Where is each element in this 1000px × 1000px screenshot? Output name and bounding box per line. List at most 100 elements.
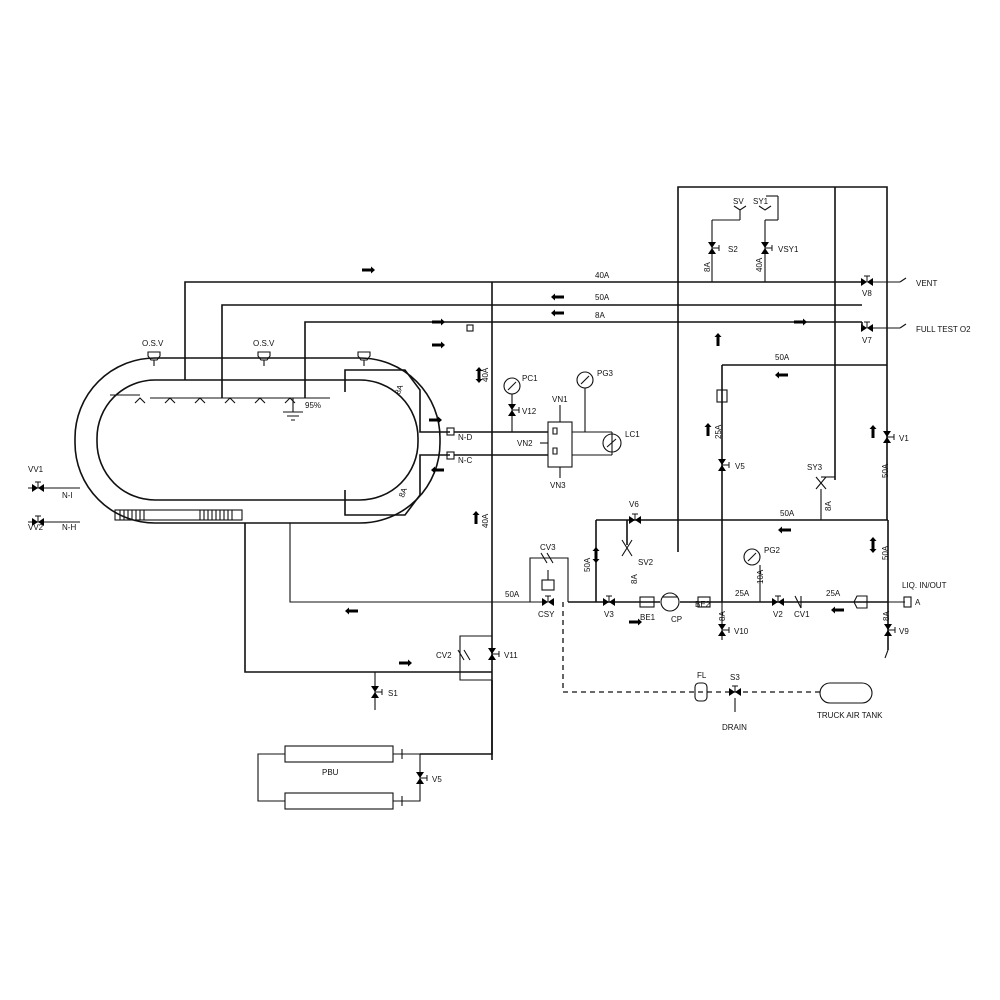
size-50a-top: 50A bbox=[595, 293, 610, 302]
v2-label: V2 bbox=[773, 610, 783, 619]
size-50a-mid: 50A bbox=[775, 353, 790, 362]
filter-upper-icon bbox=[716, 389, 728, 403]
vn1-label: VN1 bbox=[552, 395, 568, 404]
size-10a: 10A bbox=[756, 569, 765, 584]
osv-2-icon bbox=[257, 351, 271, 366]
flow-arrow-25a bbox=[704, 423, 712, 436]
valve-s3-icon[interactable] bbox=[728, 685, 742, 697]
v12-label: V12 bbox=[522, 407, 537, 416]
sv2-label: SV2 bbox=[638, 558, 654, 567]
lc1-gauge-icon bbox=[602, 433, 622, 453]
valve-v6b-icon[interactable] bbox=[415, 771, 428, 785]
size-40a-vsy: 40A bbox=[755, 257, 764, 272]
size-8a-v9: 8A bbox=[882, 611, 891, 621]
tank-heater bbox=[114, 509, 243, 521]
be1-label: BE1 bbox=[640, 613, 656, 622]
size-25a-b: 25A bbox=[826, 589, 841, 598]
size-8a-top: 8A bbox=[595, 311, 605, 320]
valve-v12-icon[interactable] bbox=[507, 403, 520, 417]
size-40a-v1: 40A bbox=[481, 367, 490, 382]
valve-v5-icon[interactable] bbox=[717, 458, 730, 472]
valve-s1-icon[interactable] bbox=[370, 685, 383, 699]
pg2-label: PG2 bbox=[764, 546, 781, 555]
pg2-gauge-icon bbox=[743, 548, 761, 602]
cv2-label: CV2 bbox=[436, 651, 452, 660]
valve-vv1-icon[interactable] bbox=[31, 481, 45, 493]
be2-icon bbox=[697, 596, 711, 608]
cv1-label: CV1 bbox=[794, 610, 810, 619]
valve-s2-icon[interactable] bbox=[707, 241, 720, 255]
v9-label: V9 bbox=[899, 627, 909, 636]
valve-vsy1-icon[interactable] bbox=[760, 241, 773, 255]
flow-arrow-v1 bbox=[869, 425, 877, 438]
valve-v9-icon[interactable] bbox=[883, 623, 896, 637]
size-8a-s2: 8A bbox=[703, 262, 712, 272]
valve-v8-icon[interactable] bbox=[860, 275, 874, 287]
valve-csy-icon[interactable] bbox=[541, 595, 555, 607]
osv-3-icon bbox=[357, 351, 371, 366]
size-8a-sv2: 8A bbox=[630, 574, 639, 584]
level-95-label: 95% bbox=[305, 401, 321, 410]
flow-arrow-50a-r bbox=[778, 526, 791, 534]
flow-arrows-bottom bbox=[345, 511, 480, 667]
ni-label: N-I bbox=[62, 491, 73, 500]
vn3-label: VN3 bbox=[550, 481, 566, 490]
size-50a-v: 50A bbox=[583, 557, 592, 572]
sy3-label: SY3 bbox=[807, 463, 823, 472]
v11-label: V11 bbox=[504, 651, 518, 660]
flow-arrow-50a bbox=[592, 547, 600, 563]
nd-label: N-D bbox=[458, 433, 472, 442]
nc-label: N-C bbox=[458, 456, 472, 465]
vent-label: VENT bbox=[916, 279, 937, 288]
pg3-label: PG3 bbox=[597, 369, 614, 378]
size-8a-a: 8A bbox=[393, 383, 405, 396]
check-cv3-icon bbox=[540, 552, 554, 564]
size-8a-v10: 8A bbox=[718, 611, 727, 621]
valve-v2-icon[interactable] bbox=[771, 595, 785, 607]
pump-line bbox=[568, 364, 889, 650]
s2-label: S2 bbox=[728, 245, 738, 254]
pbu-label: PBU bbox=[322, 768, 339, 777]
size-40a-v2: 40A bbox=[481, 513, 490, 528]
vn2-label: VN2 bbox=[517, 439, 533, 448]
safety-valve-group bbox=[711, 195, 779, 282]
be1-icon bbox=[639, 596, 655, 608]
flow-arrow-liq bbox=[831, 606, 844, 614]
size-50a-v1: 50A bbox=[881, 463, 890, 478]
liq-port-icon bbox=[903, 596, 912, 608]
truck-air-tank-icon bbox=[819, 682, 873, 704]
liq-a-label: A bbox=[915, 598, 921, 607]
full-test-label: FULL TEST O2 bbox=[916, 325, 971, 334]
csy-label: CSY bbox=[538, 610, 555, 619]
storage-tank bbox=[74, 357, 441, 524]
flow-arrows-top bbox=[362, 266, 807, 349]
valve-v3-icon[interactable] bbox=[602, 595, 616, 607]
v5-label: V5 bbox=[735, 462, 745, 471]
cv2-block bbox=[457, 635, 492, 681]
valve-v10-icon[interactable] bbox=[717, 623, 730, 637]
cv3-label: CV3 bbox=[540, 543, 556, 552]
size-8a-b: 8A bbox=[397, 486, 409, 499]
valve-v6-icon[interactable] bbox=[628, 513, 642, 525]
nh-label: N-H bbox=[62, 523, 76, 532]
be2-label: BE2 bbox=[695, 600, 711, 609]
s3-label: S3 bbox=[730, 673, 740, 682]
osv-1-icon bbox=[147, 351, 161, 366]
pbu-unit bbox=[257, 680, 493, 810]
truck-air-tank-label: TRUCK AIR TANK bbox=[817, 711, 883, 720]
cp-label: CP bbox=[671, 615, 682, 624]
sv2-icon bbox=[621, 539, 633, 557]
v1-label: V1 bbox=[899, 434, 909, 443]
liq-label: LIQ. IN/OUT bbox=[902, 581, 947, 590]
valve-v1-icon[interactable] bbox=[882, 430, 895, 444]
valve-v8-label: V8 bbox=[862, 289, 872, 298]
size-50a-right: 50A bbox=[881, 545, 890, 560]
flow-arrow-50a-right bbox=[869, 537, 877, 553]
drain-label: DRAIN bbox=[722, 723, 747, 732]
osv-2-label: O.S.V bbox=[253, 339, 275, 348]
top-lines bbox=[184, 186, 888, 760]
sy3-icon bbox=[815, 476, 835, 520]
size-50a-csy: 50A bbox=[505, 590, 520, 599]
valve-v11-icon[interactable] bbox=[487, 647, 500, 661]
